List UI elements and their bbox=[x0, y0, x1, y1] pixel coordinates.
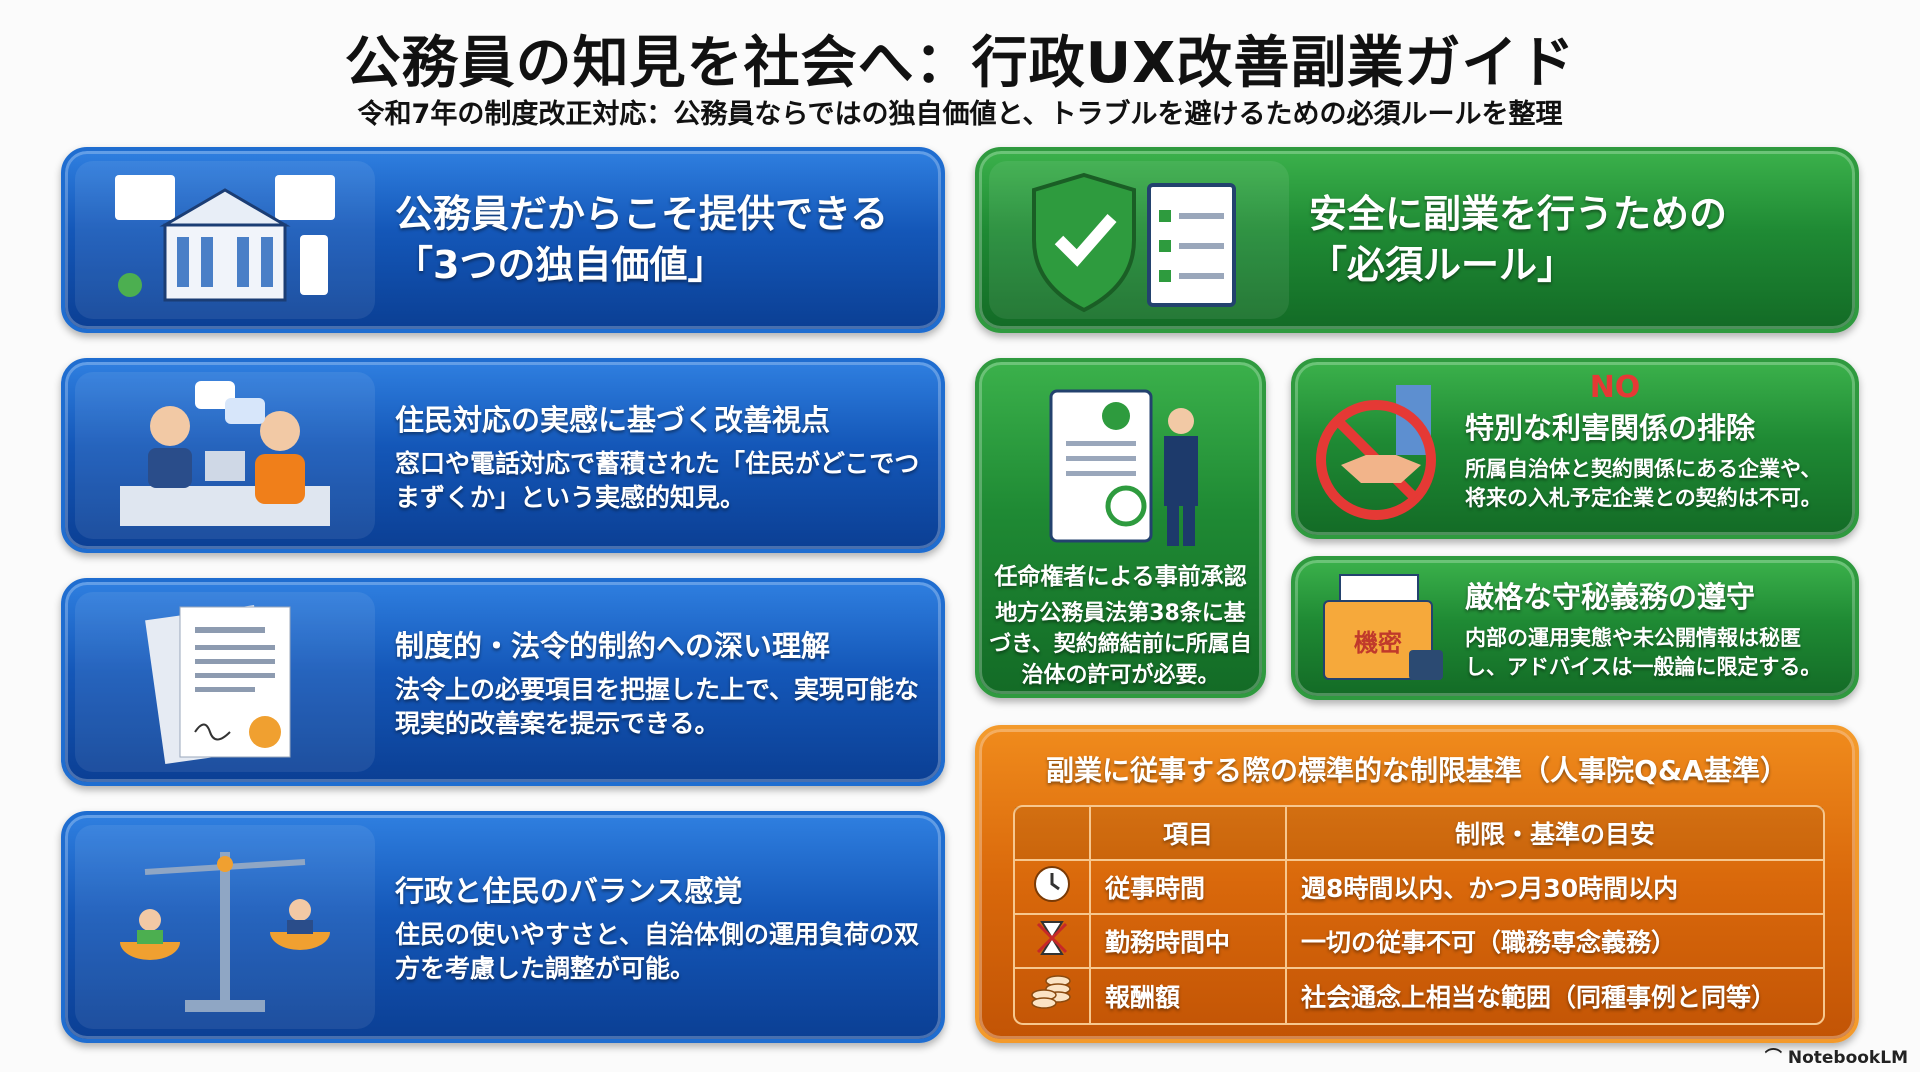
coins-icon bbox=[1015, 969, 1091, 1023]
table-row: 従事時間 週8時間以内、かつ月30時間以内 bbox=[1015, 861, 1823, 915]
rule-card-confidentiality: 機密 厳格な守秘義務の遵守 内部の運用実態や未公開情報は秘匿し、アドバイスは一般… bbox=[1291, 556, 1859, 700]
card-body: 法令上の必要項目を把握した上で、実現可能な現実的改善案を提示できる。 bbox=[395, 675, 920, 738]
row-item: 報酬額 bbox=[1091, 969, 1287, 1023]
no-badge: NO bbox=[1589, 370, 1641, 405]
value-card-resident-perspective: 住民対応の実感に基づく改善視点窓口や電話対応で蓄積された「住民がどこでつまずくか… bbox=[61, 358, 945, 553]
rules-header: 安全に副業を行うための「必須ルール」 bbox=[975, 147, 1859, 333]
column-header: 項目 bbox=[1091, 807, 1287, 861]
header-line2: 「3つの独自価値」 bbox=[395, 243, 726, 287]
card-body: 住民の使いやすさと、自治体側の運用負荷の双方を考慮した調整が可能。 bbox=[395, 920, 920, 983]
header-line2: 「必須ルール」 bbox=[1309, 243, 1576, 287]
table-title: 副業に従事する際の標準的な制限基準（人事院Q&A基準） bbox=[1046, 754, 1788, 787]
value-card-legal-understanding: 制度的・法令的制約への深い理解法令上の必要項目を把握した上で、実現可能な現実的改… bbox=[61, 578, 945, 786]
shield-check-icon bbox=[989, 161, 1289, 319]
header-line1: 公務員だからこそ提供できる bbox=[395, 191, 889, 236]
table-row: 勤務時間中 一切の従事不可（職務専念義務） bbox=[1015, 915, 1823, 969]
confidential-folder-icon: 機密 bbox=[1319, 574, 1449, 690]
row-limit: 週8時間以内、かつ月30時間以内 bbox=[1287, 861, 1823, 915]
rule-card-conflict-of-interest: NO 特別な利害関係の排除 所属自治体と契約関係にある企業や、将来の入札予定企業… bbox=[1291, 358, 1859, 539]
unique-value-header: 公務員だからこそ提供できる「3つの独自価値」 bbox=[61, 147, 945, 333]
no-handshake-icon bbox=[1311, 380, 1461, 525]
balance-scale-icon bbox=[75, 825, 375, 1029]
row-limit: 社会通念上相当な範囲（同種事例と同等） bbox=[1301, 983, 1777, 1012]
clock-icon bbox=[1015, 861, 1091, 915]
card-title: 特別な利害関係の排除 bbox=[1465, 411, 1756, 445]
card-body: 内部の運用実態や未公開情報は秘匿し、アドバイスは一般論に限定する。 bbox=[1465, 626, 1822, 680]
row-item: 勤務時間中 bbox=[1091, 915, 1287, 969]
table-row: 報酬額 社会通念上相当な範囲（同種事例と同等） bbox=[1015, 969, 1823, 1023]
row-limit: 一切の従事不可（職務専念義務） bbox=[1287, 915, 1823, 969]
row-item: 従事時間 bbox=[1091, 861, 1287, 915]
restriction-standards-panel: 副業に従事する際の標準的な制限基準（人事院Q&A基準） 項目制限・基準の目安 従… bbox=[975, 725, 1859, 1043]
legal-document-icon bbox=[75, 592, 375, 772]
page-title: 公務員の知見を社会へ：行政UX改善副業ガイド bbox=[344, 31, 1576, 96]
counter-service-icon bbox=[75, 372, 375, 539]
card-body: 窓口や電話対応で蓄積された「住民がどこでつまずくか」という実感的知見。 bbox=[395, 448, 920, 512]
card-title: 任命権者による事前承認 bbox=[994, 564, 1247, 590]
restriction-table: 項目制限・基準の目安 従事時間 週8時間以内、かつ月30時間以内 勤務時間中 一… bbox=[1013, 805, 1825, 1025]
approval-document-icon bbox=[999, 376, 1242, 556]
card-title: 行政と住民のバランス感覚 bbox=[395, 874, 743, 909]
brand-label: NotebookLM bbox=[1787, 1048, 1908, 1068]
card-body: 地方公務員法第38条に基づき、契約締結前に所属自治体の許可が必要。 bbox=[989, 601, 1252, 688]
city-hall-icon bbox=[75, 161, 375, 319]
card-title: 厳格な守秘義務の遵守 bbox=[1465, 580, 1756, 614]
column-header: 制限・基準の目安 bbox=[1287, 807, 1823, 861]
table-header-row: 項目制限・基準の目安 bbox=[1015, 807, 1823, 861]
notebooklm-brand: ⌒ NotebookLM bbox=[1765, 1043, 1908, 1068]
page-subtitle: 令和7年の制度改正対応：公務員ならではの独自価値と、トラブルを避けるための必須ル… bbox=[357, 99, 1563, 130]
card-title: 制度的・法令的制約への深い理解 bbox=[395, 629, 831, 664]
lock-icon bbox=[1409, 650, 1443, 680]
card-body: 所属自治体と契約関係にある企業や、将来の入札予定企業との契約は不可。 bbox=[1465, 457, 1822, 511]
no-hourglass-icon bbox=[1015, 915, 1091, 969]
value-card-balance: 行政と住民のバランス感覚住民の使いやすさと、自治体側の運用負荷の双方を考慮した調… bbox=[61, 811, 945, 1043]
header-line1: 安全に副業を行うための bbox=[1309, 191, 1728, 236]
notebooklm-logo-icon: ⌒ bbox=[1764, 1048, 1788, 1068]
rule-card-prior-approval: 任命権者による事前承認 地方公務員法第38条に基づき、契約締結前に所属自治体の許… bbox=[975, 358, 1266, 698]
card-title: 住民対応の実感に基づく改善視点 bbox=[395, 402, 831, 437]
